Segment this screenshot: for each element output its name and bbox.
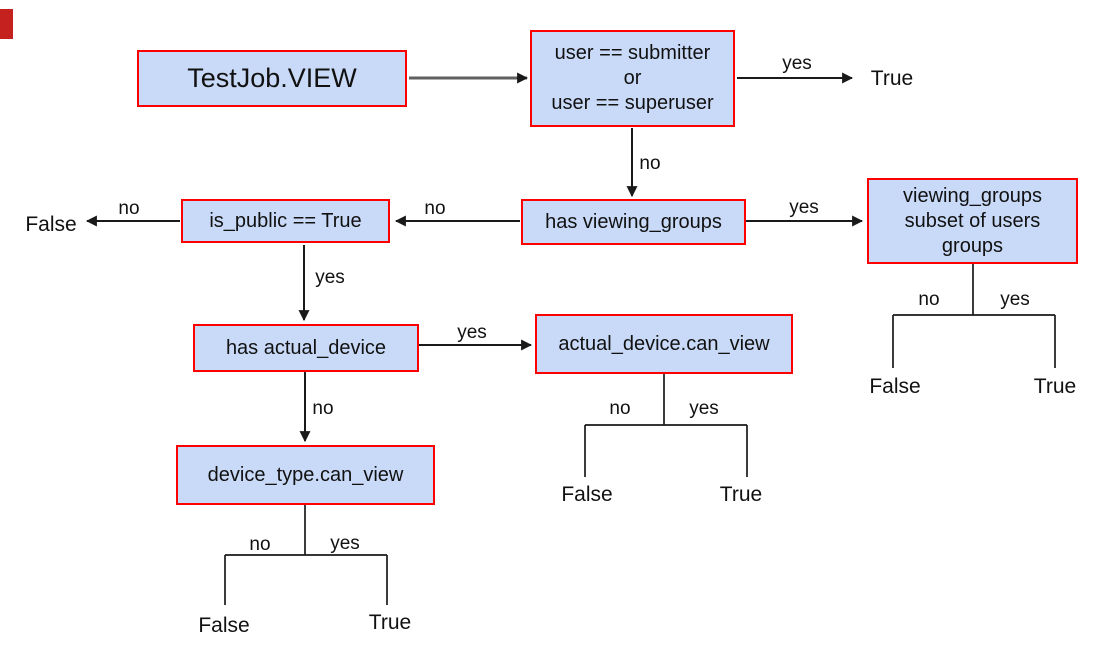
node-testjob-view-label: TestJob.VIEW	[187, 62, 357, 93]
node-user-check: user == submitter or user == superuser	[530, 30, 735, 127]
node-has-actual-device-label: has actual_device	[225, 336, 387, 359]
terminal-ad-true: True	[719, 483, 763, 506]
edge-label-no-ispublic: no	[118, 198, 140, 219]
terminal-vg-true: True	[1033, 375, 1077, 398]
node-testjob-view: TestJob.VIEW	[137, 50, 407, 107]
edge-label-dt-yes: yes	[330, 533, 360, 554]
edge-label-ad-yes: yes	[689, 398, 719, 419]
edge-label-no-actual: no	[312, 398, 334, 419]
edge-label-vg-yes: yes	[1000, 289, 1030, 310]
edge-label-vg-no: no	[918, 289, 940, 310]
node-has-viewing-groups-label: has viewing_groups	[545, 210, 722, 233]
terminal-dt-true: True	[368, 611, 412, 634]
node-actual-device-can-view-label: actual_device.can_view	[558, 332, 770, 355]
node-device-type-can-view-label: device_type.can_view	[207, 463, 404, 486]
node-vg-subset: viewing_groups subset of users groups	[867, 178, 1078, 264]
node-has-viewing-groups: has viewing_groups	[521, 199, 746, 245]
edge-label-dt-no: no	[249, 534, 271, 555]
node-is-public: is_public == True	[181, 199, 390, 243]
split-vg-subset	[892, 264, 1056, 368]
edge-label-yes-vg-right: yes	[789, 197, 819, 218]
node-device-type-can-view: device_type.can_view	[176, 445, 435, 505]
edge-label-yes-ispublic: yes	[315, 267, 345, 288]
split-device-type	[224, 505, 388, 605]
edge-label-no-user: no	[639, 153, 661, 174]
node-vg-subset-label: viewing_groups subset of users groups	[903, 184, 1042, 257]
edge-label-yes-top: yes	[782, 53, 812, 74]
edge-label-yes-actual: yes	[457, 322, 487, 343]
terminal-ad-false: False	[561, 483, 613, 506]
red-edge-marker	[0, 9, 13, 39]
node-is-public-label: is_public == True	[209, 209, 362, 232]
split-actual-device	[584, 374, 748, 477]
edge-label-no-vg-left: no	[424, 198, 446, 219]
terminal-false-left: False	[25, 213, 77, 236]
terminal-dt-false: False	[198, 614, 250, 637]
node-user-check-label: user == submitter or user == superuser	[551, 42, 714, 114]
node-has-actual-device: has actual_device	[193, 324, 419, 372]
terminal-vg-false: False	[869, 375, 921, 398]
edge-label-ad-no: no	[609, 398, 631, 419]
terminal-true-top: True	[870, 67, 914, 90]
node-actual-device-can-view: actual_device.can_view	[535, 314, 793, 374]
